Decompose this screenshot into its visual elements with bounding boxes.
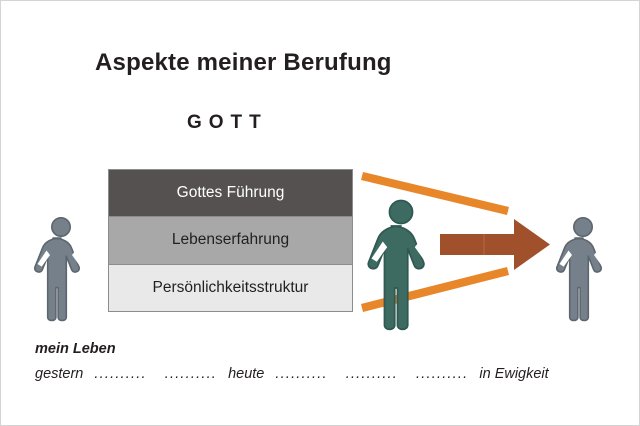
- timeline-row: gestern .......... .......... heute ....…: [35, 366, 609, 382]
- person-left-icon: [33, 217, 85, 322]
- diverging-rays-icon: [361, 172, 509, 312]
- subtitle-gott: GOTT: [187, 112, 268, 133]
- page-title: Aspekte meiner Berufung: [95, 49, 392, 76]
- timeline-end: in Ewigkeit: [479, 366, 549, 382]
- stack-row-label: Lebenserfahrung: [171, 231, 290, 249]
- timeline-start: gestern: [35, 366, 84, 382]
- stack-row-lebenserfahrung: Lebenserfahrung: [109, 217, 352, 265]
- aspect-stack: Gottes Führung Lebenserfahrung Persönlic…: [108, 169, 353, 312]
- timeline-dots-right-1: ..........: [275, 366, 328, 382]
- arrow-right-icon: [440, 219, 550, 270]
- stack-row-label: Gottes Führung: [176, 184, 285, 202]
- timeline-middle: heute: [228, 366, 265, 382]
- timeline-heading: mein Leben: [35, 341, 116, 357]
- timeline-dots-right-2: ..........: [345, 366, 399, 382]
- timeline-dots-left-1: ..........: [94, 366, 147, 382]
- person-right-icon: [555, 217, 607, 322]
- stack-row-label: Persönlichkeitsstruktur: [152, 278, 309, 296]
- stack-row-persoenlichkeitsstruktur: Persönlichkeitsstruktur: [109, 264, 352, 311]
- stack-row-gottes-fuehrung: Gottes Führung: [109, 170, 352, 218]
- timeline-dots-right-3: ..........: [416, 366, 469, 382]
- person-center-icon: [367, 199, 431, 331]
- timeline-dots-left-2: ..........: [164, 366, 218, 382]
